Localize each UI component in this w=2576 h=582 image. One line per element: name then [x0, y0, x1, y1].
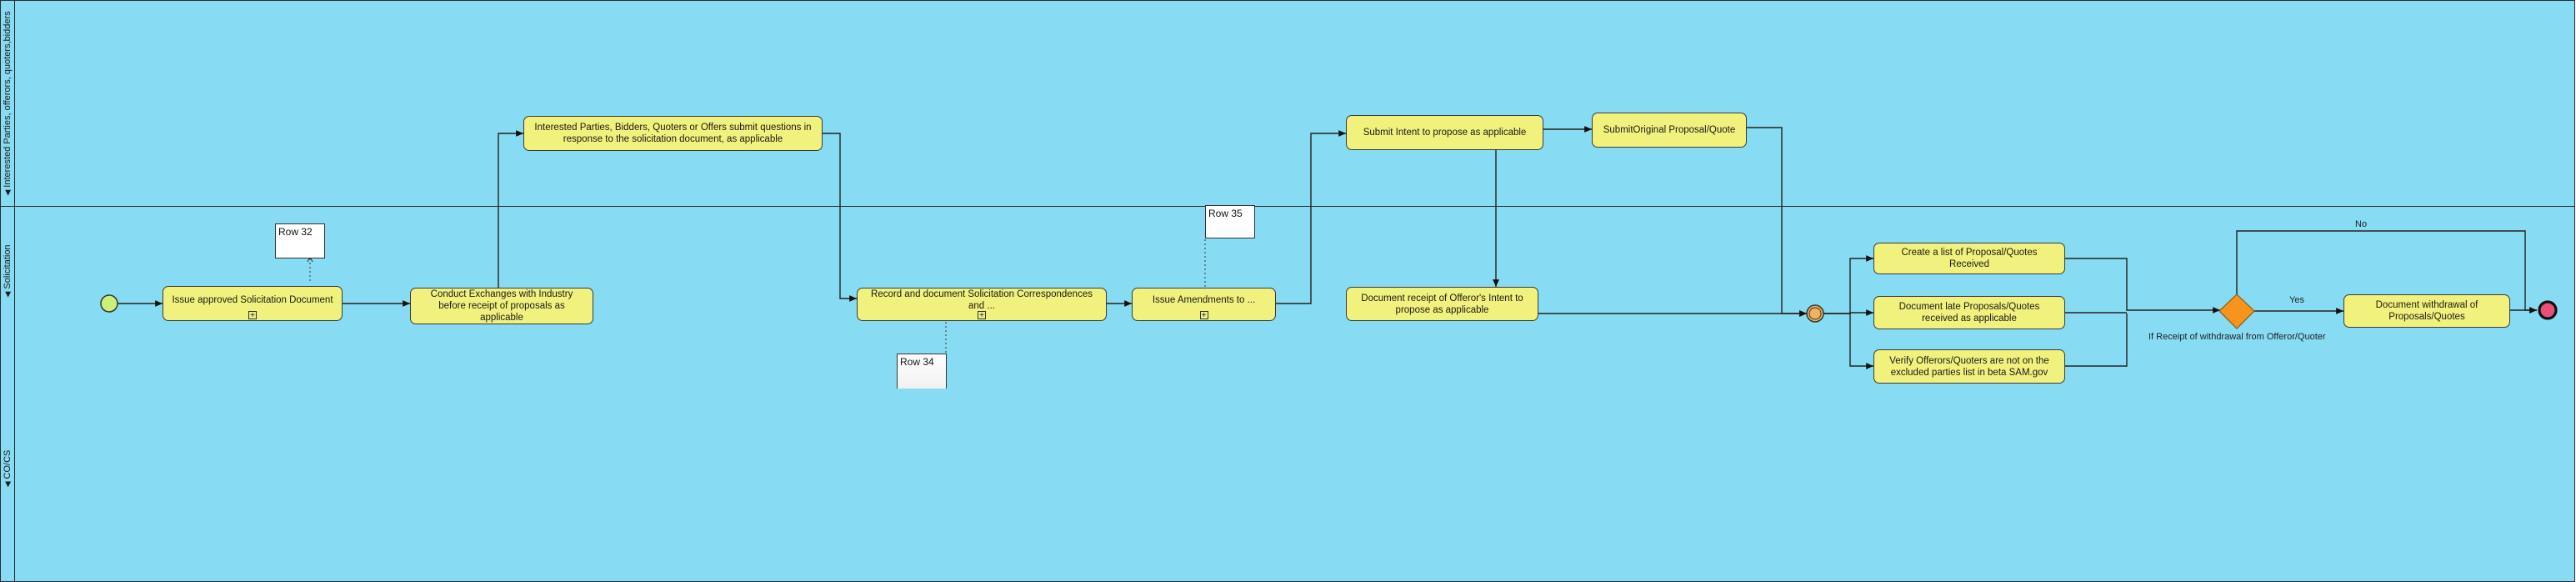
task-issue-solicitation[interactable]: Issue approved Solicitation Document +	[163, 286, 343, 321]
lane-co-cs: ◀CO/CS	[0, 206, 2575, 582]
flow-original-to-event	[1747, 127, 1807, 317]
flow-verify-to-gateway	[2065, 314, 2128, 367]
task-create-list[interactable]: Create a list of Proposal/Quotes Receive…	[1873, 243, 2065, 274]
lane-header-co-cs[interactable]: ◀CO/CS	[1, 207, 15, 581]
flow-conduct-to-questions	[498, 130, 523, 292]
task-submit-questions[interactable]: Interested Parties, Bidders, Quoters or …	[523, 116, 823, 151]
task-submit-intent[interactable]: Submit Intent to propose as applicable	[1346, 115, 1543, 150]
flow-event-to-verify	[1849, 314, 1873, 369]
gateway-label: If Receipt of withdrawal from Offeror/Qu…	[2148, 332, 2326, 342]
subprocess-marker-icon[interactable]: +	[1199, 311, 1208, 320]
flow-amend-to-intent	[1276, 130, 1346, 304]
task-document-receipt-intent[interactable]: Document receipt of Offeror's Intent to …	[1346, 287, 1538, 321]
exclusive-gateway	[2218, 294, 2255, 329]
end-event	[2538, 300, 2558, 320]
note-row34[interactable]: Row 34	[897, 354, 947, 389]
flow-label-no: No	[2355, 219, 2368, 229]
flow-event-to-late	[1823, 309, 1873, 316]
task-document-withdrawal[interactable]: Document withdrawal of Proposals/Quotes	[2343, 294, 2510, 328]
subprocess-marker-icon[interactable]: +	[978, 311, 986, 320]
note-row32[interactable]: Row 32	[275, 223, 325, 258]
task-conduct-exchanges[interactable]: Conduct Exchanges with Industry before r…	[410, 288, 593, 324]
task-document-late[interactable]: Document late Proposals/Quotes received …	[1873, 296, 2065, 329]
note-row35[interactable]: Row 35	[1205, 205, 1255, 238]
flow-list-to-gateway	[2065, 258, 2220, 314]
lane-interested-parties: ◀Interested Parties, offerors, quoters,b…	[0, 0, 2575, 207]
flow-label-yes: Yes	[2289, 295, 2304, 305]
task-submit-original[interactable]: SubmitOriginal Proposal/Quote	[1592, 113, 1747, 148]
task-record-correspondence[interactable]: Record and document Solicitation Corresp…	[857, 288, 1107, 321]
flow-event-to-list	[1823, 255, 1873, 314]
subprocess-marker-icon[interactable]: +	[248, 311, 257, 320]
start-event	[100, 294, 118, 313]
task-issue-amendments[interactable]: Issue Amendments to ... +	[1132, 288, 1276, 321]
task-verify-offerors[interactable]: Verify Offerors/Quoters are not on the e…	[1873, 349, 2065, 384]
lane-header-interested-parties[interactable]: ◀Interested Parties, offerors, quoters,b…	[1, 1, 15, 206]
flow-questions-to-record	[823, 133, 857, 302]
